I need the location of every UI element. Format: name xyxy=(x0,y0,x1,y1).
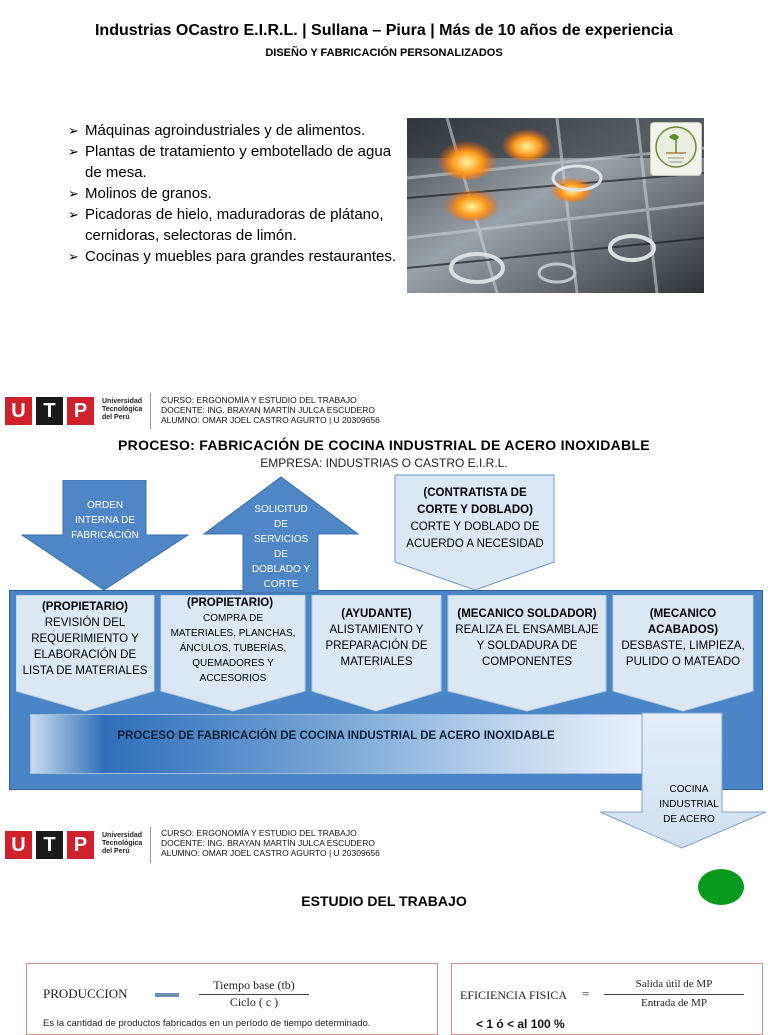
input-arrow xyxy=(20,480,190,591)
process-steps-shapes xyxy=(16,595,754,712)
process-bar xyxy=(30,714,644,774)
output-arrow xyxy=(202,476,360,594)
green-circle-icon xyxy=(698,869,744,905)
step-4: (MECANICO SOLDADOR) REALIZA EL ENSAMBLAJ… xyxy=(455,608,599,668)
section-title: ESTUDIO DEL TRABAJO xyxy=(301,893,467,909)
input-arrow-label: ORDEN INTERNA DE FABRICACIÓN xyxy=(71,500,139,541)
process-title: PROCESO: FABRICACIÓN DE COCINA INDUSTRIA… xyxy=(118,437,650,453)
arrow-bullet-icon: ➢ xyxy=(68,144,79,159)
utp-logo: U T P Universidad Tecnológica del Perú xyxy=(2,826,152,866)
list-item: ➢Máquinas agroindustriales y de alimento… xyxy=(68,122,366,139)
fraction-line xyxy=(199,994,309,995)
arrow-bullet-icon: ➢ xyxy=(68,207,79,222)
step-3: (AYUDANTE) ALISTAMIENTO Y PREPARACIÓN DE… xyxy=(325,608,428,668)
company-title: Industrias OCastro E.I.R.L. | Sullana – … xyxy=(94,22,674,39)
arrow-bullet-icon: ➢ xyxy=(68,249,79,264)
company-logo xyxy=(650,122,702,176)
divider xyxy=(150,393,151,429)
final-output-arrow xyxy=(599,712,767,849)
course-info: CURSO: ERGONOMÍA Y ESTUDIO DEL TRABAJO D… xyxy=(161,828,380,858)
step-5: (MECANICO ACABADOS) DESBASTE, LIMPIEZA, … xyxy=(621,608,745,668)
company-subtitle: DISEÑO Y FABRICACIÓN PERSONALIZADOS xyxy=(265,47,503,59)
fraction-line xyxy=(604,994,744,995)
university-name: Universidad Tecnológica del Perú xyxy=(102,832,143,855)
services-list: ➢Máquinas agroindustriales y de alimento… xyxy=(68,120,398,267)
efficiency-formula-box: EFICIENCIA FISICA = Salida útil de MP En… xyxy=(451,963,763,1035)
process-bar-label: PROCESO DE FABRICACIÓN DE COCINA INDUSTR… xyxy=(117,730,555,742)
arrow-bullet-icon: ➢ xyxy=(68,123,79,138)
step-1: (PROPIETARIO) REVISIÓN DEL REQUERIMIENTO… xyxy=(22,601,148,677)
list-item: ➢Picadoras de hielo, maduradoras de plát… xyxy=(68,206,384,244)
list-item: ➢Cocinas y muebles para grandes restaura… xyxy=(68,248,397,265)
production-formula-box: PRODUCCION Tiempo base (tb) Ciclo ( c ) … xyxy=(26,963,438,1035)
contractor-callout-label: (CONTRATISTA DE CORTE Y DOBLADO) CORTE Y… xyxy=(406,487,544,550)
divider xyxy=(150,827,151,863)
utp-logo: U T P Universidad Tecnológica del Perú xyxy=(2,392,152,432)
contractor-callout xyxy=(394,474,555,591)
arrow-bullet-icon: ➢ xyxy=(68,186,79,201)
output-arrow-label: SOLICITUD DE SERVICIOS DE DOBLADO Y CORT… xyxy=(251,504,311,590)
equals-bar xyxy=(155,993,179,997)
course-info: CURSO: ERGONOMÍA Y ESTUDIO DEL TRABAJO D… xyxy=(161,395,380,425)
list-item: ➢Molinos de granos. xyxy=(68,185,212,202)
final-output-label: COCINA INDUSTRIAL DE ACERO xyxy=(659,784,719,825)
university-name: Universidad Tecnológica del Perú xyxy=(102,398,143,421)
step-2: (PROPIETARIO) COMPRA DE MATERIALES, PLAN… xyxy=(170,597,296,684)
list-item: ➢Plantas de tratamiento y embotellado de… xyxy=(68,143,392,181)
process-company: EMPRESA: INDUSTRIAS O CASTRO E.I.R.L. xyxy=(260,456,508,470)
